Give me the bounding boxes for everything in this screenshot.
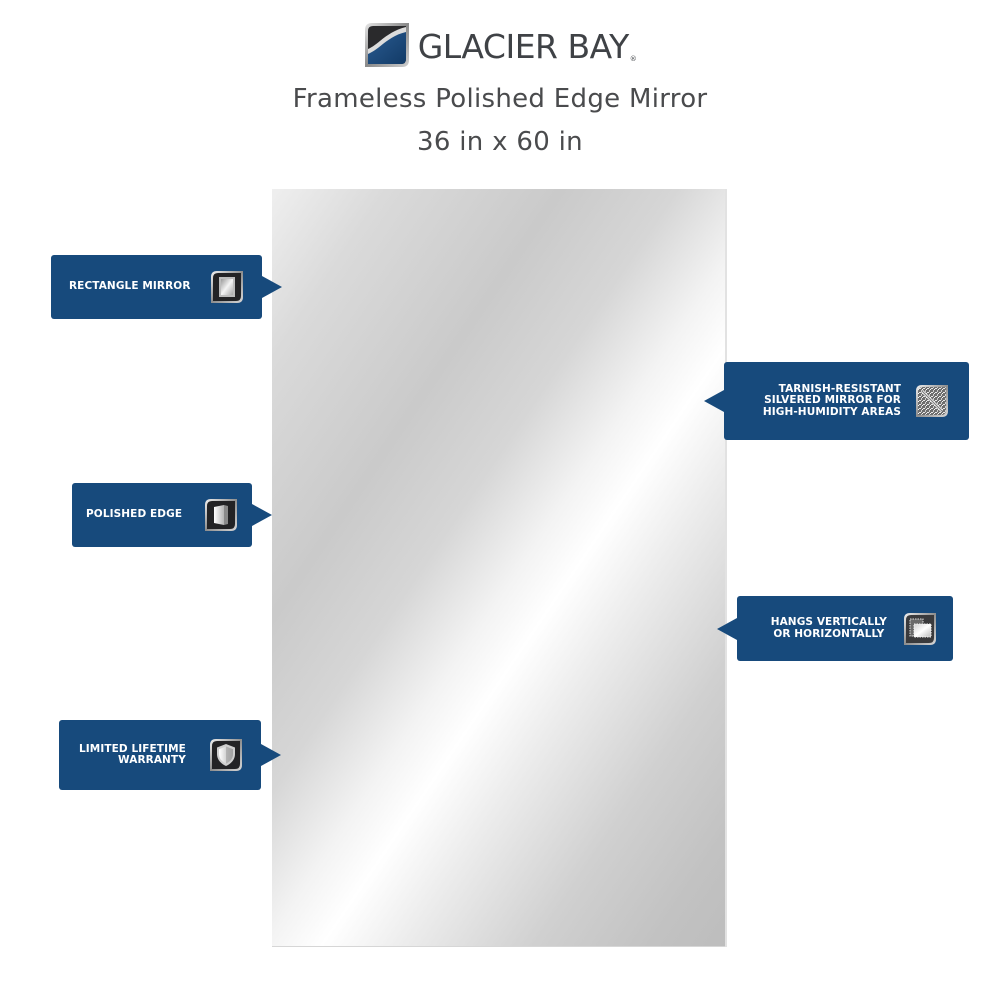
rectangle-mirror-icon [211, 271, 243, 303]
callout-label: LIMITED LIFETIME WARRANTY [79, 742, 186, 766]
callout-pointer [704, 390, 724, 412]
product-dimensions: 36 in x 60 in [417, 127, 583, 157]
callout-pointer [262, 276, 282, 298]
product-title: Frameless Polished Edge Mirror [292, 84, 708, 114]
callout-hangs-orientation: HANGS VERTICALLY OR HORIZONTALLY [717, 596, 953, 661]
callout-pointer [717, 617, 737, 640]
callout-rectangle-mirror: RECTANGLE MIRROR [51, 255, 282, 319]
registered-mark: ® [629, 54, 637, 63]
callout-warranty: LIMITED LIFETIME WARRANTY [59, 720, 281, 790]
callout-polished-edge: POLISHED EDGE [72, 483, 272, 547]
callout-label: POLISHED EDGE [86, 508, 183, 521]
tarnish-resistant-icon [916, 385, 948, 417]
polished-edge-icon [205, 499, 237, 531]
brand-logo: GLACIER BAY® [0, 22, 1000, 68]
mirror-image [272, 189, 727, 947]
glacier-bay-logo-icon [364, 23, 409, 67]
shield-icon [210, 739, 242, 771]
callout-tarnish-resistant: TARNISH-RESISTANT SILVERED MIRROR FOR HI… [704, 362, 969, 440]
callout-label: RECTANGLE MIRROR [69, 280, 191, 293]
brand-name: GLACIER BAY® [418, 30, 637, 63]
callout-pointer [261, 744, 281, 766]
callout-label: HANGS VERTICALLY OR HORIZONTALLY [770, 616, 887, 640]
callout-label: TARNISH-RESISTANT SILVERED MIRROR FOR HI… [762, 382, 901, 418]
brand-name-text: GLACIER BAY [417, 26, 630, 66]
callout-pointer [252, 504, 272, 526]
hang-orientation-icon [904, 612, 936, 645]
